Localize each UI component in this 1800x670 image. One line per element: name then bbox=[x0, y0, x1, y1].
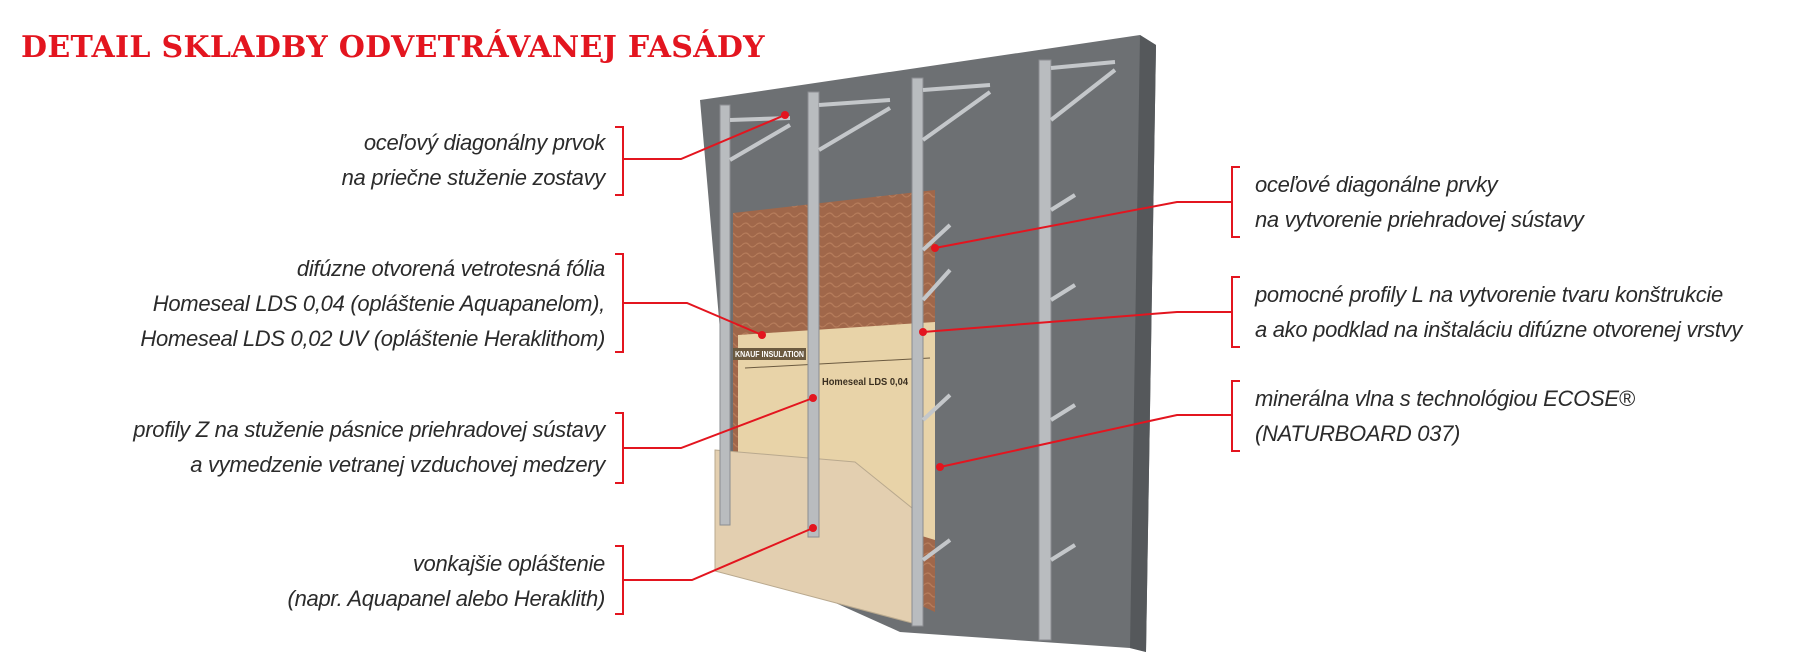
label-diagonal-brace: oceľový diagonálny prvok na priečne stuž… bbox=[341, 125, 606, 195]
label-line: a vymedzenie vetranej vzduchovej medzery bbox=[190, 452, 605, 477]
label-line: na priečne stuženie zostavy bbox=[341, 165, 606, 190]
label-l-profiles: pomocné profily L na vytvorenie tvaru ko… bbox=[1255, 277, 1742, 347]
label-line: Homeseal LDS 0,04 (opláštenie Aquapanelo… bbox=[152, 291, 606, 316]
label-z-profiles: profily Z na stuženie pásnice priehradov… bbox=[133, 412, 605, 482]
label-membrane: difúzne otvorená vetrotesná fólia Homese… bbox=[140, 251, 605, 356]
label-line: pomocné profily L na vytvorenie tvaru ko… bbox=[1255, 282, 1723, 307]
label-line: oceľové diagonálne prvky bbox=[1255, 172, 1498, 197]
diagram-title: DETAIL SKLADBY ODVETRÁVANEJ FASÁDY bbox=[21, 30, 765, 65]
label-mineral-wool: minerálna vlna s technológiou ECOSE® (NA… bbox=[1255, 381, 1635, 451]
label-line: (NATURBOARD 037) bbox=[1255, 421, 1461, 446]
label-line: a ako podklad na inštaláciu difúzne otvo… bbox=[1255, 317, 1743, 342]
label-diagonal-elements: oceľové diagonálne prvky na vytvorenie p… bbox=[1255, 167, 1584, 237]
label-cladding: vonkajšie opláštenie (napr. Aquapanel al… bbox=[287, 546, 606, 616]
vertical-profiles bbox=[719, 59, 1052, 641]
label-line: Homeseal LDS 0,02 UV (opláštenie Herakli… bbox=[140, 326, 605, 351]
label-brackets bbox=[615, 126, 1240, 615]
label-line: difúzne otvorená vetrotesná fólia bbox=[296, 256, 605, 281]
label-line: na vytvorenie priehradovej sústavy bbox=[1255, 207, 1584, 232]
label-line: minerálna vlna s technológiou ECOSE® bbox=[1255, 386, 1635, 411]
foil-product-print: Homeseal LDS 0,04 bbox=[822, 377, 908, 388]
diagonal-brackets bbox=[728, 60, 1117, 562]
leader-lines bbox=[623, 114, 1232, 581]
foil-brand-print: KNAUF INSULATION bbox=[735, 350, 804, 359]
label-line: profily Z na stuženie pásnice priehradov… bbox=[133, 417, 605, 442]
label-line: (napr. Aquapanel alebo Heraklith) bbox=[287, 586, 606, 611]
label-line: oceľový diagonálny prvok bbox=[363, 130, 605, 155]
leader-dots bbox=[758, 111, 944, 532]
foil-brand-band bbox=[733, 348, 806, 360]
label-line: vonkajšie opláštenie bbox=[412, 551, 605, 576]
